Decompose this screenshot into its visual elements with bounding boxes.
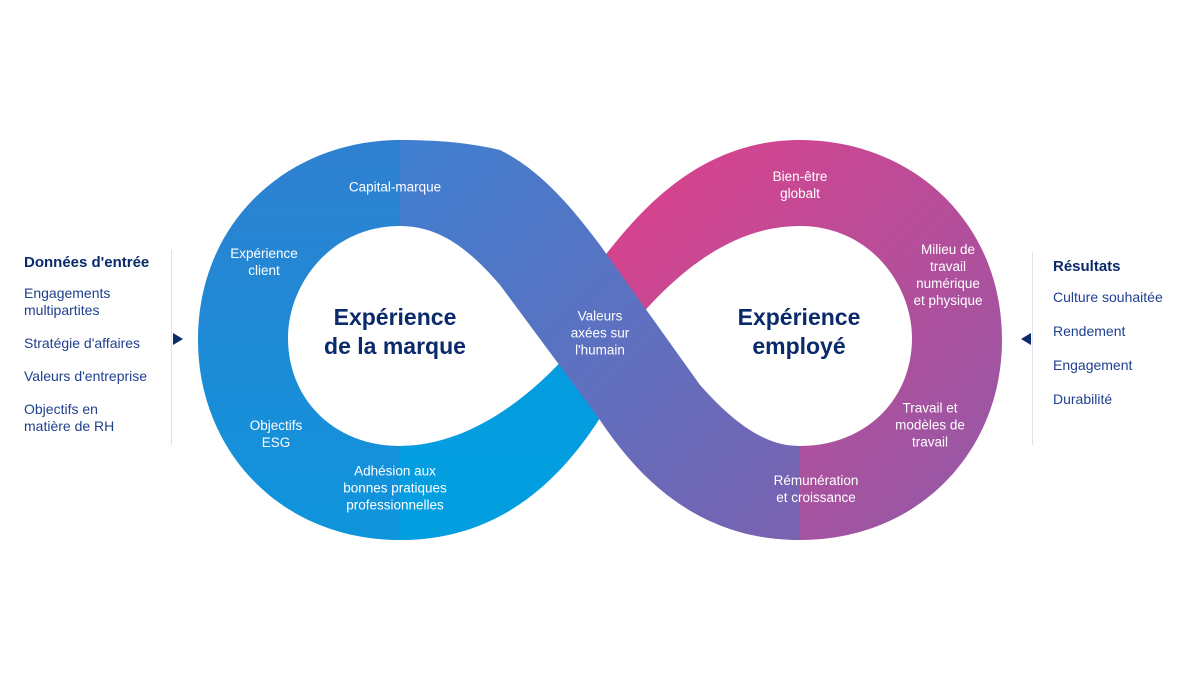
left-loop-lower (400, 340, 600, 540)
loop-label: Rémunération et croissance (773, 473, 859, 505)
output-item: Culture souhaitée (1053, 289, 1163, 305)
loop-label: Expérience client (230, 246, 298, 278)
inputs-title: Données d'entrée (24, 254, 150, 271)
arrow-right-icon (173, 333, 183, 345)
input-item: Engagements multipartites (24, 285, 111, 318)
crossing-label: Valeurs axées sur l'humain (570, 308, 630, 358)
outputs-title: Résultats (1053, 258, 1121, 275)
loop-label: Adhésion aux bonnes pratiques profession… (343, 463, 447, 513)
outputs-divider (1032, 252, 1033, 445)
outputs-panel: Résultats Culture souhaitée Rendement En… (1053, 258, 1200, 425)
loop-label: Objectifs ESG (249, 418, 303, 450)
loop-label: Capital-marque (348, 179, 442, 195)
employee-experience-title: Expérience employé (737, 304, 861, 359)
crossing-band (400, 140, 800, 540)
loop-label: Travail et modèles de travail (895, 400, 965, 450)
loop-label: Bien-être globalt (772, 169, 828, 201)
input-item: Valeurs d'entreprise (24, 368, 148, 384)
brand-experience-title: Expérience de la marque (324, 304, 466, 359)
input-item: Objectifs en matière de RH (24, 401, 115, 434)
inputs-divider (171, 250, 172, 445)
loop-label: Milieu de travail numérique et physique (913, 242, 983, 308)
inputs-panel: Données d'entrée Engagements multipartit… (24, 254, 174, 451)
input-item: Stratégie d'affaires (24, 335, 141, 351)
output-item: Rendement (1053, 323, 1126, 339)
output-item: Engagement (1053, 357, 1133, 373)
arrow-left-icon (1021, 333, 1031, 345)
output-item: Durabilité (1053, 391, 1113, 407)
